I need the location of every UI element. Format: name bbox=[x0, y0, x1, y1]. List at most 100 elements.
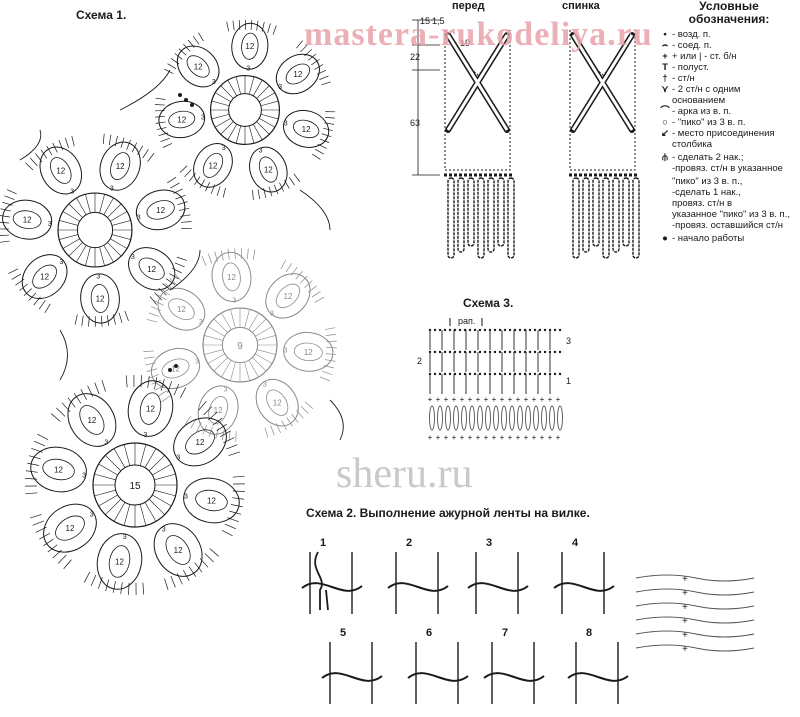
sc-mark: + bbox=[500, 395, 505, 404]
flower-stitch bbox=[128, 582, 130, 595]
flower-stitch bbox=[148, 374, 160, 379]
flower-stitch bbox=[33, 296, 41, 306]
sc-mark: + bbox=[484, 433, 489, 442]
legend-item: основанием bbox=[658, 95, 800, 106]
flower-stitch bbox=[295, 270, 303, 280]
flower-stitch bbox=[67, 397, 76, 408]
flower-petal-inner bbox=[186, 55, 210, 78]
step-number: 2 bbox=[406, 537, 412, 549]
chain-stitch bbox=[528, 328, 532, 332]
flower-stitch bbox=[299, 275, 308, 284]
flower-stitch bbox=[170, 58, 180, 65]
flower-stitch bbox=[15, 278, 25, 286]
flower-stitch bbox=[319, 138, 330, 143]
flower-stitch bbox=[184, 169, 192, 178]
flower-stitch bbox=[28, 292, 37, 301]
inner-number: 3 bbox=[270, 310, 274, 317]
flower-stitch bbox=[257, 189, 261, 200]
fringe-strand bbox=[602, 177, 610, 259]
flower-stitch bbox=[293, 173, 301, 182]
flower-petal-inner bbox=[168, 110, 196, 129]
scheme3-row-3: 3 bbox=[566, 336, 572, 346]
inner-number: 3 bbox=[176, 454, 180, 461]
flower-center-number: 15 bbox=[129, 481, 141, 492]
chain-stitch bbox=[518, 350, 522, 354]
flower-stitch bbox=[158, 132, 169, 137]
flower-stitch bbox=[31, 447, 43, 453]
chain-stitch bbox=[493, 328, 497, 332]
flower-stitch bbox=[170, 576, 176, 588]
flower-petal-inner bbox=[293, 342, 323, 362]
flower-petal-inner bbox=[168, 298, 195, 321]
fork-loop bbox=[541, 405, 547, 431]
flower-stitch bbox=[71, 135, 75, 147]
legend-text: - арка из в. п. bbox=[672, 106, 732, 117]
flower-stitch bbox=[209, 548, 219, 557]
fork-loop bbox=[493, 405, 499, 431]
flower-stitch bbox=[234, 248, 236, 259]
flower-stitch bbox=[172, 188, 183, 194]
inner-number: 3 bbox=[104, 440, 108, 447]
flower-spoke bbox=[215, 92, 231, 103]
flower-stitch bbox=[33, 440, 46, 447]
flower-stitch bbox=[167, 381, 173, 393]
chain-stitch bbox=[443, 350, 447, 354]
flower-spoke bbox=[255, 353, 273, 364]
sc-mark: + bbox=[492, 433, 497, 442]
chain-stitch bbox=[468, 372, 472, 376]
inner-number: 3 bbox=[263, 381, 267, 388]
flower-stitch bbox=[25, 492, 38, 495]
flower-stitch bbox=[35, 526, 47, 533]
sc-mark: + bbox=[460, 433, 465, 442]
chain-stitch bbox=[433, 372, 437, 376]
flower-spoke bbox=[204, 335, 224, 341]
fork-loop-side bbox=[695, 647, 755, 652]
legend-text: - 2 ст/н с одним bbox=[672, 84, 741, 95]
chain-stitch bbox=[543, 350, 547, 354]
flower-stitch bbox=[105, 579, 110, 592]
flower-stitch bbox=[160, 137, 170, 143]
petal-number: 12 bbox=[245, 42, 254, 51]
petal-number: 12 bbox=[194, 62, 203, 71]
legend-text: "пико" из 3 в. п., bbox=[672, 176, 743, 187]
chain-stitch bbox=[443, 328, 447, 332]
flower-stitch bbox=[178, 48, 187, 56]
flower-stitch bbox=[263, 188, 267, 198]
flower-spoke bbox=[148, 498, 165, 515]
legend-text: - возд. п. bbox=[672, 29, 711, 40]
chain-connector bbox=[299, 189, 331, 231]
fork-loop bbox=[429, 405, 435, 431]
start-dot bbox=[174, 364, 178, 368]
flower-petal-inner bbox=[12, 210, 42, 230]
flower-stitch bbox=[97, 577, 103, 589]
flower-stitch bbox=[170, 182, 180, 189]
fork-loop-side bbox=[635, 588, 697, 593]
flower-stitch bbox=[52, 142, 58, 153]
slip-knot bbox=[314, 551, 329, 611]
flower-spoke bbox=[98, 494, 118, 507]
flower-stitch bbox=[220, 249, 224, 261]
fringe-strand bbox=[467, 177, 475, 247]
flower-stitch bbox=[264, 427, 269, 438]
flower-stitch bbox=[180, 214, 191, 217]
petal-number: 12 bbox=[293, 70, 302, 79]
chain-connector bbox=[59, 329, 68, 381]
scheme2-title: Схема 2. Выполнение ажурной ленты на вил… bbox=[306, 506, 590, 520]
flower-stitch bbox=[325, 116, 335, 119]
fork-loop-side bbox=[695, 605, 755, 610]
flower-spoke bbox=[76, 245, 87, 263]
inner-number: 3 bbox=[48, 221, 52, 228]
flower-stitch bbox=[155, 115, 165, 118]
petal-number: 12 bbox=[177, 305, 186, 314]
chain-stitch bbox=[538, 328, 542, 332]
legend-item: ++ или | - ст. б/н bbox=[658, 51, 800, 62]
sc-mark: + bbox=[508, 395, 513, 404]
flower-spoke bbox=[230, 309, 236, 329]
flower-stitch bbox=[275, 423, 281, 434]
flower-spoke bbox=[256, 85, 270, 99]
flower-stitch bbox=[304, 49, 312, 57]
flower-stitch bbox=[230, 504, 243, 508]
legend-item: ⌒- арка из в. п. bbox=[658, 106, 800, 117]
legend-item: ●- начало работы bbox=[658, 233, 800, 244]
flower-stitch bbox=[142, 582, 145, 595]
